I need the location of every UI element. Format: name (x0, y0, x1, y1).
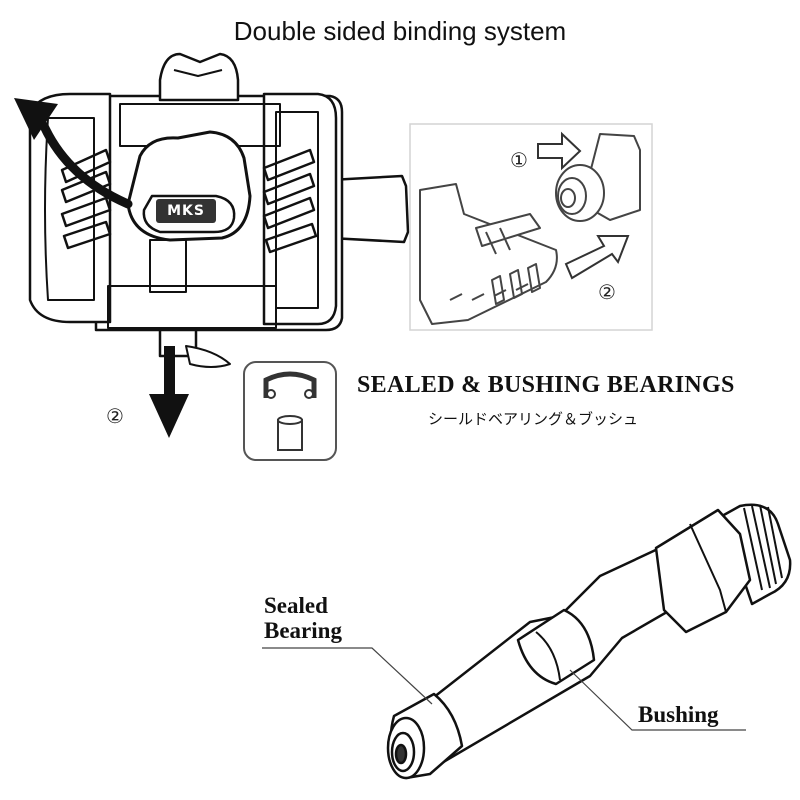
mks-logo (156, 199, 216, 223)
mks-logo-text: MKS (167, 203, 205, 219)
sealed-label-line2: Bearing (264, 618, 342, 643)
step-2-main-marker: ② (106, 404, 124, 428)
inset-photo (409, 123, 653, 331)
down-arrow (149, 346, 189, 438)
bearings-title: SEALED & BUSHING BEARINGS (357, 372, 735, 398)
page-title: Double sided binding system (233, 16, 567, 46)
step-1-marker: ① (510, 148, 528, 172)
sealed-bearing-label: Sealed Bearing (264, 593, 342, 643)
pedal-illustration (28, 52, 410, 368)
release-arrow (14, 98, 133, 209)
sealed-label-line1: Sealed (264, 593, 328, 618)
step-2-inset-marker: ② (598, 280, 616, 304)
leader-lines (262, 647, 746, 731)
bearing-icon (243, 361, 337, 461)
bushing-label: Bushing (638, 702, 719, 727)
bearings-subtitle: シールドベアリング＆ブッシュ (428, 410, 639, 428)
spindle-illustration (386, 503, 792, 780)
